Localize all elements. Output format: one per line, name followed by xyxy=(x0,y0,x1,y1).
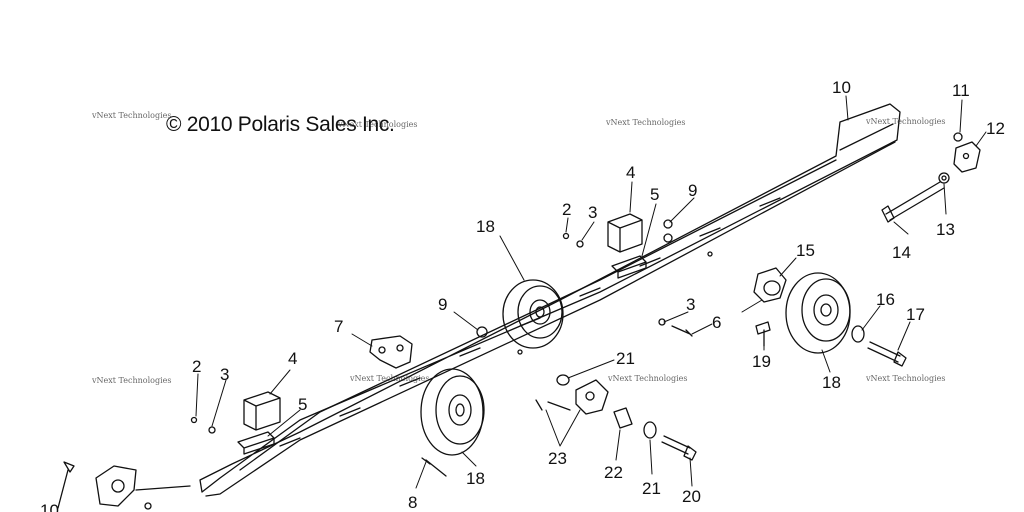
bolt-part-lower-left xyxy=(57,461,75,509)
callout-22: 22 xyxy=(604,463,623,482)
callout-5a: 5 xyxy=(650,185,659,204)
callout-7: 7 xyxy=(334,317,343,336)
callout-3b: 3 xyxy=(686,295,695,314)
washer-part-3-top xyxy=(576,240,584,248)
watermark-4: vNext Technologies xyxy=(866,117,946,126)
callout-9b: 9 xyxy=(438,295,447,314)
callout-4a: 4 xyxy=(626,163,635,182)
callout-15: 15 xyxy=(796,241,815,260)
nut-part-9-bottom xyxy=(476,326,488,338)
callout-18c: 18 xyxy=(466,469,485,488)
watermark-8: vNext Technologies xyxy=(866,374,946,383)
slider-part-5-bottom xyxy=(237,431,275,455)
block-part-4-top xyxy=(607,213,643,253)
callout-11: 11 xyxy=(952,81,970,100)
watermark-5: vNext Technologies xyxy=(92,376,172,385)
wheel-part-18-right xyxy=(785,272,851,354)
bolt-part-6 xyxy=(671,325,693,337)
callout-5b: 5 xyxy=(298,395,307,414)
slider-part-5-top xyxy=(611,255,647,279)
wheel-part-18-bottom xyxy=(420,368,485,456)
callout-14: 14 xyxy=(892,243,911,262)
callout-21b: 21 xyxy=(642,479,661,498)
bumper-part-lower-left xyxy=(95,465,191,510)
callout-6: 6 xyxy=(712,313,721,332)
callout-9a: 9 xyxy=(688,181,697,200)
washer-part-16 xyxy=(851,325,865,343)
screw-part-2-bottom xyxy=(190,416,198,424)
pivot-part-15 xyxy=(753,267,787,303)
nut-part-9-top xyxy=(663,219,673,243)
washer-part-3-bottom xyxy=(208,426,216,434)
callout-23: 23 xyxy=(548,449,567,468)
watermark-1: vNext Technologies xyxy=(92,111,172,120)
watermark-2: vNext Technologies xyxy=(338,120,418,129)
watermark-3: vNext Technologies xyxy=(606,118,686,127)
bolt-part-19 xyxy=(755,321,771,347)
callout-16: 16 xyxy=(876,290,895,309)
cam-part-23 xyxy=(535,379,609,415)
block-part-4-bottom xyxy=(243,391,281,431)
callout-21a: 21 xyxy=(616,349,635,368)
bracket-part-7 xyxy=(369,335,413,369)
callout-20: 20 xyxy=(682,487,701,506)
copyright-notice: © 2010 Polaris Sales Inc. xyxy=(166,113,395,136)
callout-3a: 3 xyxy=(588,203,597,222)
bolt-part-14 xyxy=(881,181,945,223)
bolt-part-17 xyxy=(867,341,907,367)
callout-labels: 10 11 12 13 14 4 5 9 2 3 18 15 9 3 6 16 … xyxy=(40,78,1005,512)
leader-lines xyxy=(195,95,987,489)
callout-2a: 2 xyxy=(562,200,571,219)
screw-part-2-top xyxy=(562,232,570,240)
watermark-6: vNext Technologies xyxy=(350,374,430,383)
callout-8: 8 xyxy=(408,493,417,512)
callout-3c: 3 xyxy=(220,365,229,384)
nut-part-11 xyxy=(953,132,963,142)
callout-4b: 4 xyxy=(288,349,297,368)
callout-17: 17 xyxy=(906,305,925,324)
callout-10b: 10 xyxy=(40,501,59,512)
callout-10a: 10 xyxy=(832,78,851,97)
callout-19: 19 xyxy=(752,352,771,371)
callout-13: 13 xyxy=(936,220,955,239)
washer-part-21-bottom xyxy=(643,421,657,439)
callout-12: 12 xyxy=(986,119,1005,138)
washer-part-21-top xyxy=(556,374,570,386)
bolt-part-20 xyxy=(661,435,697,461)
watermark-7: vNext Technologies xyxy=(608,374,688,383)
callout-2b: 2 xyxy=(192,357,201,376)
callout-18b: 18 xyxy=(822,373,841,392)
pin-part-8 xyxy=(421,457,447,477)
wheel-part-18-top xyxy=(502,279,564,349)
rail-part-10 xyxy=(199,103,901,497)
plate-part-12 xyxy=(953,141,981,173)
spacer-part-22 xyxy=(613,407,633,429)
callout-18a: 18 xyxy=(476,217,495,236)
nut-part-13 xyxy=(938,172,950,184)
